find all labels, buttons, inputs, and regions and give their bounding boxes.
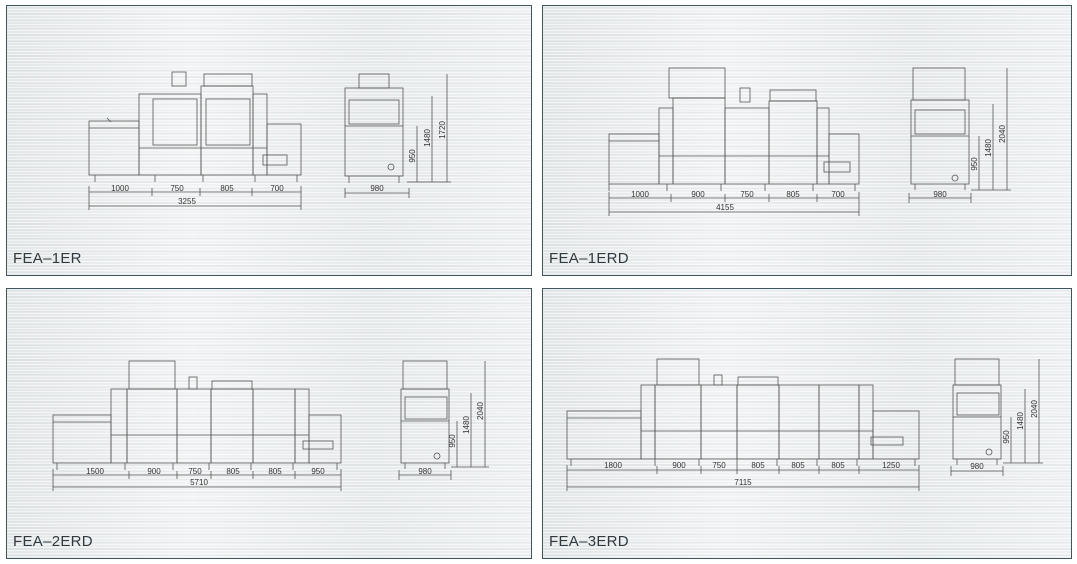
dim-segment-5: 805 <box>791 461 805 470</box>
dim-height-3: 2040 <box>998 125 1007 143</box>
dim-segment-6: 950 <box>311 467 325 476</box>
panel-fea-1erd: 1000 900 750 805 700 4155 980 950 1480 2… <box>542 5 1072 276</box>
dim-height-1: 950 <box>448 434 457 448</box>
dim-height-2: 1480 <box>984 139 993 157</box>
dim-height-2: 1480 <box>1016 412 1025 430</box>
dim-height-3: 2040 <box>476 402 485 420</box>
dim-total: 5710 <box>190 478 208 487</box>
dim-total: 3255 <box>178 197 196 206</box>
dim-segment-2: 900 <box>147 467 161 476</box>
dim-segment-3: 750 <box>740 190 754 199</box>
dim-total: 7115 <box>734 478 752 487</box>
dim-segment-6: 805 <box>831 461 845 470</box>
dim-segment-2: 900 <box>672 461 686 470</box>
dim-segment-1: 1800 <box>604 461 622 470</box>
dim-height-2: 1480 <box>462 416 471 434</box>
model-label: FEA–3ERD <box>549 533 629 550</box>
dim-height-3: 2040 <box>1030 400 1039 418</box>
dim-segment-4: 805 <box>786 190 800 199</box>
dimension-labels: 1000 750 805 700 3255 980 950 1480 1720 <box>111 121 447 206</box>
dim-height-1: 950 <box>970 157 979 171</box>
technical-drawing <box>88 71 451 210</box>
dim-segment-2: 750 <box>170 184 184 193</box>
dim-segment-2: 900 <box>691 190 705 199</box>
panel-fea-1er: 1000 750 805 700 3255 980 950 1480 1720 … <box>6 5 532 276</box>
dim-height-3: 1720 <box>438 121 447 139</box>
dim-side-width: 980 <box>418 467 432 476</box>
dimension-labels: 1800 900 750 805 805 805 1250 7115 980 9… <box>604 400 1039 487</box>
model-label: FEA–1ERD <box>549 250 629 267</box>
dim-side-width: 980 <box>933 190 947 199</box>
dim-segment-4: 805 <box>226 467 240 476</box>
technical-drawing <box>566 358 1043 491</box>
vent-stack <box>171 71 187 87</box>
model-label: FEA–1ER <box>13 250 82 267</box>
exit-table <box>266 123 302 176</box>
dim-segment-4: 700 <box>270 184 284 193</box>
dim-segment-5: 700 <box>831 190 845 199</box>
model-label: FEA–2ERD <box>13 533 93 550</box>
dimension-labels: 1500 900 750 805 805 950 5710 980 950 14… <box>86 402 485 487</box>
dim-height-2: 1480 <box>423 129 432 147</box>
dimension-labels: 1000 900 750 805 700 4155 980 950 1480 2… <box>631 125 1007 212</box>
dim-height-1: 950 <box>1002 430 1011 444</box>
panel-fea-3erd: 1800 900 750 805 805 805 1250 7115 980 9… <box>542 288 1072 559</box>
dim-segment-1: 1000 <box>111 184 129 193</box>
dim-segment-7: 1250 <box>882 461 900 470</box>
dim-side-width: 980 <box>970 462 984 471</box>
dim-segment-1: 1500 <box>86 467 104 476</box>
dim-side-width: 980 <box>370 184 384 193</box>
control-box <box>203 73 253 87</box>
dim-segment-1: 1000 <box>631 190 649 199</box>
dim-height-1: 950 <box>408 149 417 163</box>
dim-total: 4155 <box>716 203 734 212</box>
dim-segment-3: 805 <box>220 184 234 193</box>
dim-segment-3: 750 <box>712 461 726 470</box>
dim-segment-5: 805 <box>268 467 282 476</box>
technical-drawing <box>52 360 489 491</box>
dim-segment-3: 750 <box>188 467 202 476</box>
technical-drawing <box>608 67 1011 216</box>
panel-fea-2erd: 1500 900 750 805 805 950 5710 980 950 14… <box>6 288 532 559</box>
dim-segment-4: 805 <box>751 461 765 470</box>
